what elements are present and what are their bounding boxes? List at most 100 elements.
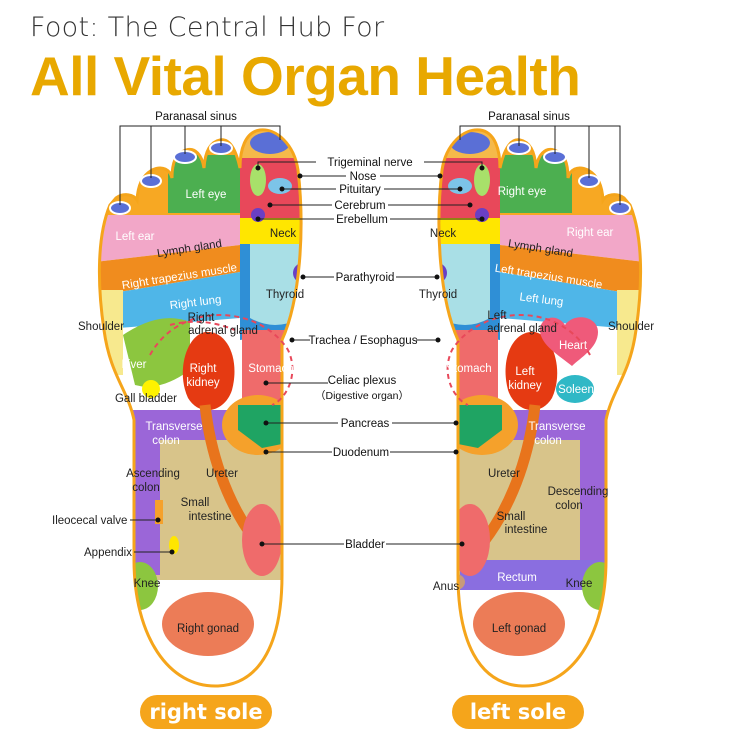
rs-small-int-2: intestine — [189, 511, 232, 523]
rs-stomach: Stomach — [248, 363, 293, 375]
rs-transverse-2: colon — [152, 435, 180, 447]
label-trigeminal-nerve: Trigeminal nerve — [327, 157, 412, 169]
left-sole-lymph-band — [500, 215, 641, 262]
right-sole-badge: right sole — [140, 695, 272, 729]
rs-ascending-1: Ascending — [126, 468, 180, 480]
left-sole-kidney — [505, 331, 558, 411]
rs-adrenal-1: Right — [188, 312, 216, 324]
rs-thyroid: Thyroid — [266, 289, 304, 301]
label-erebellum: Erebellum — [336, 214, 388, 226]
rs-ascending-2: colon — [132, 482, 160, 494]
label-nose: Nose — [350, 171, 377, 183]
ls-rectum: Rectum — [497, 572, 537, 584]
label-cerebrum: Cerebrum — [334, 200, 385, 212]
rs-kidney-2: kidney — [186, 377, 219, 389]
right-sole-kidney — [182, 331, 235, 411]
rs-knee: Knee — [134, 578, 161, 590]
rs-gonad: Right gonad — [177, 623, 239, 635]
rs-liver: Liver — [122, 359, 147, 371]
left-sole-nose-spot — [474, 164, 490, 196]
right-sole-dash-line — [149, 314, 294, 406]
ls-adrenal-2: adrenal gland — [487, 323, 557, 335]
rs-left-eye: Left eye — [186, 189, 227, 201]
left-sole-neck-band — [438, 218, 500, 244]
right-sole-trapezius-band — [99, 245, 240, 296]
right-sole-neck-band — [240, 218, 302, 244]
ls-adrenal-1: Left — [487, 310, 507, 322]
left-sole-bladder — [450, 504, 490, 576]
ls-right-ear: Right ear — [567, 227, 614, 239]
leader-dots — [155, 165, 485, 555]
ls-kidney-1: Left — [515, 366, 535, 378]
ls-knee: Knee — [566, 578, 593, 590]
left-sole-pituitary-spot — [448, 178, 472, 194]
left-sole-soleen — [556, 375, 594, 403]
label-pituitary: Pituitary — [339, 184, 381, 196]
ls-lung: Left lung — [519, 291, 564, 308]
label-duodenum: Duodenum — [333, 447, 389, 459]
right-sole-lymph-band — [99, 215, 240, 262]
rs-transverse-1: Transverse — [145, 421, 202, 433]
right-sole-sinus-spot — [250, 132, 290, 154]
left-sole-badge: left sole — [452, 695, 584, 729]
left-sole-lung-band — [500, 272, 641, 330]
label-trachea: Trachea / Esophagus — [309, 335, 418, 347]
right-sole-pancreas — [238, 405, 292, 448]
left-sole-ureter — [480, 404, 541, 544]
left-sole-pancreas — [448, 405, 502, 448]
left-sole-foot — [437, 128, 643, 688]
right-sole-gonad — [162, 592, 254, 656]
ls-transverse-1: Transverse — [528, 421, 585, 433]
right-sole-ileocecal — [155, 500, 163, 524]
ls-neck: Neck — [430, 228, 456, 240]
left-sole-gonad — [473, 592, 565, 656]
ls-heart: Heart — [559, 340, 588, 352]
left-sole-thyroid-inner — [440, 244, 490, 325]
right-sole-thyroid-inner — [250, 244, 300, 325]
right-sole-foot — [97, 128, 303, 688]
ls-shoulder: Shoulder — [608, 321, 654, 333]
right-sole-dash-line-2 — [169, 320, 236, 331]
title-line-2: All Vital Organ Health — [30, 45, 581, 107]
ls-descending-2: colon — [555, 500, 583, 512]
rs-appendix: Appendix — [84, 547, 132, 559]
rs-shoulder: Shoulder — [78, 321, 124, 333]
ls-soleen: Soleen — [558, 384, 594, 396]
rs-neck: Neck — [270, 228, 296, 240]
rs-adrenal-2: adrenal gland — [188, 325, 258, 337]
left-sole-dash-line — [446, 314, 591, 406]
ls-stomach: Stomach — [446, 363, 491, 375]
rs-small-int-1: Small — [181, 497, 210, 509]
rs-left-ear: Left ear — [116, 231, 155, 243]
right-sole-gallbladder — [142, 380, 160, 398]
right-sole-pituitary-spot — [268, 178, 292, 194]
ls-anus: Anus — [433, 581, 459, 593]
rs-gall-bladder: Gall bladder — [115, 393, 177, 405]
ls-transverse-2: colon — [534, 435, 562, 447]
label-paranasal-sinus-right: Paranasal sinus — [488, 111, 570, 123]
ls-small-int-1: Small — [497, 511, 526, 523]
right-sole-nose-spot — [250, 164, 266, 196]
left-sole-eye-region — [496, 155, 572, 213]
rs-ileocecal: Ileocecal valve — [52, 515, 127, 527]
right-sole-eye-region — [168, 155, 244, 213]
ls-descending-1: Descending — [548, 486, 609, 498]
left-sole-rectum — [460, 560, 610, 590]
right-sole-colon — [130, 410, 232, 575]
ls-ureter: Ureter — [488, 468, 520, 480]
left-sole-colon — [508, 410, 610, 575]
title-line-1: Foot: The Central Hub For — [30, 12, 385, 43]
ls-thyroid: Thyroid — [419, 289, 457, 301]
rs-ureter: Ureter — [206, 468, 238, 480]
label-parathyroid: Parathyroid — [336, 272, 395, 284]
right-sole-appendix — [169, 536, 179, 554]
left-sole-sinus-spot — [450, 132, 490, 154]
label-paranasal-sinus-left: Paranasal sinus — [155, 111, 237, 123]
label-bladder: Bladder — [345, 539, 385, 551]
label-digestive-organ: （Digestive organ） — [315, 390, 409, 402]
left-sole-heart — [540, 317, 598, 366]
right-sole-bladder — [242, 504, 282, 576]
ls-kidney-2: kidney — [508, 380, 541, 392]
left-sole-trapezius-band — [500, 245, 641, 296]
